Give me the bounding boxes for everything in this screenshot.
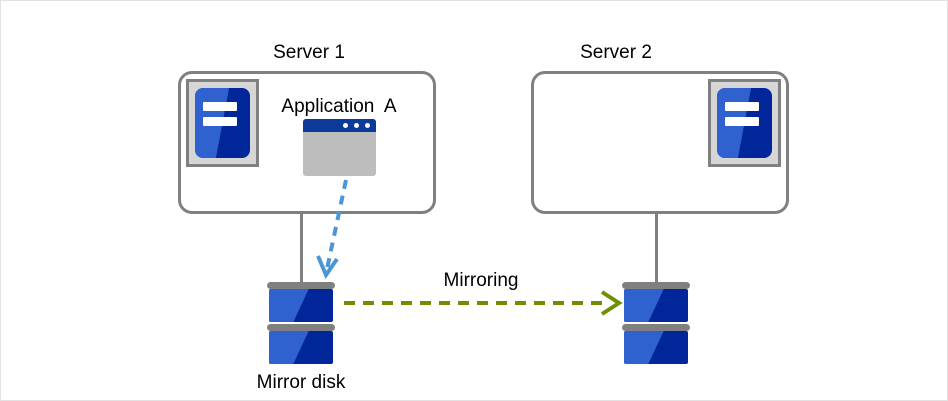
server-icon-body <box>195 88 250 158</box>
server-icon <box>186 79 259 167</box>
mirror-disk-label: Mirror disk <box>256 372 346 393</box>
application-window-title-bar <box>303 119 376 132</box>
server-2-disk-connector <box>655 214 658 285</box>
window-dot-maximize-icon <box>354 123 359 128</box>
window-dot-minimize-icon <box>343 123 348 128</box>
disk-block-bottom <box>269 331 333 364</box>
disk-block-bottom <box>624 331 688 364</box>
disk-plate-bottom <box>267 324 335 331</box>
server-icon-body <box>717 88 772 158</box>
server-1-disk-connector <box>300 214 303 285</box>
application-window-icon <box>303 119 376 176</box>
dashed-mirroring-arrow-icon <box>344 290 623 316</box>
disk-plate-top <box>267 282 335 289</box>
mirror-disk-icon-left <box>267 282 335 368</box>
disk-plate-top <box>622 282 690 289</box>
server-1-title: Server 1 <box>273 42 345 63</box>
disk-block-top <box>269 289 333 322</box>
window-dot-close-icon <box>365 123 370 128</box>
server-icon-bar-top <box>724 102 759 112</box>
mirroring-label: Mirroring <box>443 270 519 291</box>
disk-plate-bottom <box>622 324 690 331</box>
server-2-title: Server 2 <box>580 42 652 63</box>
application-a-label: Application A <box>281 96 397 117</box>
server-icon <box>708 79 781 167</box>
disk-block-top <box>624 289 688 322</box>
mirror-disk-icon-right <box>622 282 690 368</box>
server-icon-bar-top <box>202 102 237 112</box>
server-icon-bar-bottom <box>724 116 759 126</box>
server-icon-bar-bottom <box>202 116 237 126</box>
